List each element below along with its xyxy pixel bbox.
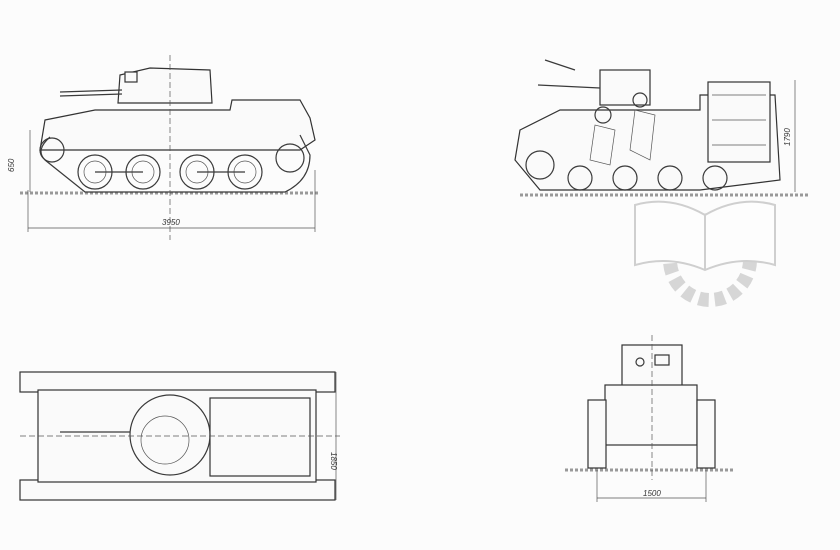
tank-front-view: 1500 [565,335,735,502]
tank-cutaway-view: 1790 [514,59,810,197]
dim-ground-clearance: 650 [7,158,16,172]
book-gear-watermark [634,200,776,307]
road-wheels [39,137,305,190]
dim-width: 1850 [329,452,338,470]
tank-top-view: 1850 [19,371,340,501]
dim-track-width: 1500 [643,489,661,498]
dim-height: 1790 [783,128,792,146]
tank-side-view: 650 3950 [7,55,320,240]
dim-length: 3950 [162,218,180,227]
